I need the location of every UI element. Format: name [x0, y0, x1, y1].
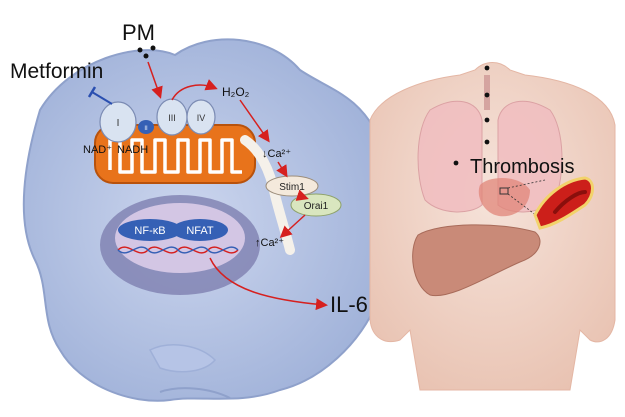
complex-ii: II: [138, 120, 154, 134]
nfkb-factor: [118, 219, 182, 241]
nadh-label: NADH: [117, 144, 148, 156]
nfat-factor: [172, 219, 228, 241]
metformin-inhibition-bar: [87, 86, 97, 98]
thrombosis-label: Thrombosis: [470, 156, 574, 178]
nad-plus-label: NAD⁺: [83, 144, 112, 156]
complex-iii: III: [156, 98, 188, 136]
right-lung: [417, 100, 483, 213]
liver: [412, 224, 541, 297]
complex-ii-label: II: [144, 126, 148, 132]
nfkb-label: NF-κB: [134, 225, 165, 237]
arrow-stim1-to-orai1: [295, 189, 309, 201]
complex-iii-label: III: [168, 113, 176, 123]
clot-highlight-box: [499, 187, 509, 195]
mitochondrion-cristae: [108, 138, 242, 174]
metformin-label: Metformin: [10, 60, 103, 83]
metformin-inhibition-line: [91, 91, 113, 105]
ca-up-label: ↑Ca²⁺: [255, 237, 284, 249]
human-torso: [369, 62, 616, 391]
thrombus-vessel: [499, 176, 594, 230]
orai1-label: Orai1: [304, 201, 329, 212]
arrow-nucleus-to-il6: [209, 257, 328, 311]
complex-i: I: [99, 101, 137, 143]
complex-iv: IV: [186, 99, 216, 135]
complex-iv-label: IV: [197, 113, 206, 123]
cell-edge-fold: [159, 387, 231, 399]
nfat-label: NFAT: [186, 225, 214, 237]
heart: [478, 178, 530, 217]
ca-down-label: ↓Ca²⁺: [262, 148, 291, 160]
orai1: Orai1: [290, 193, 342, 217]
arrow-pm-to-complex-iii: [147, 61, 163, 99]
nucleus: NF-κB NFAT: [100, 195, 260, 295]
dna-strand-blue: [117, 246, 239, 254]
arrow-h2o2-to-ca: [239, 99, 270, 143]
il6-label: IL-6: [330, 292, 368, 317]
stim1-label: Stim1: [279, 182, 305, 193]
airway-dots: [453, 65, 490, 166]
arrow-orai1-to-ca-up: [279, 214, 306, 239]
pm-label: PM: [122, 20, 155, 45]
arrow-complex-to-h2o2: [171, 79, 218, 101]
complex-i-label: I: [117, 118, 120, 129]
vessel-clot: [553, 190, 587, 214]
h2o2-label: H₂O₂: [222, 85, 250, 99]
cell-inner-fold: [148, 344, 217, 373]
arrow-ca-to-stim1: [276, 161, 288, 178]
pm-particles: [137, 45, 156, 59]
stim1: Stim1: [265, 175, 319, 197]
